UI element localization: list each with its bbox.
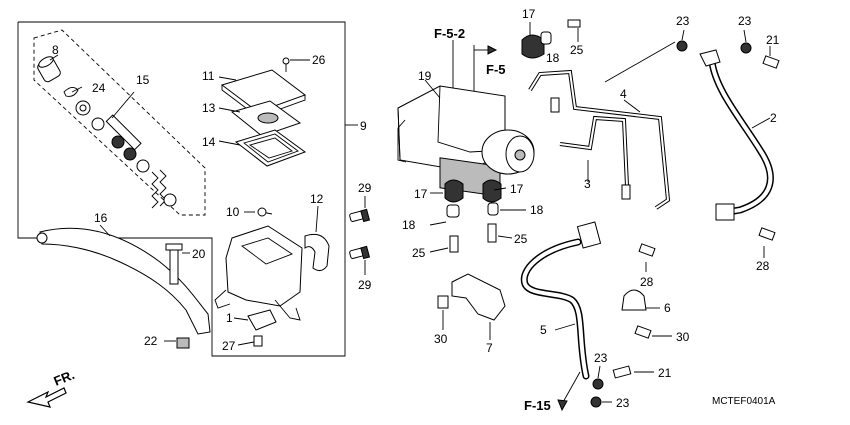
part-label: 23 — [738, 14, 752, 28]
part-label: 28 — [640, 275, 654, 289]
part-label: 28 — [756, 259, 770, 273]
part-label: 23 — [676, 14, 690, 28]
direction-label: FR. — [52, 367, 77, 389]
master-cylinder-group — [17, 21, 371, 357]
part-label: 18 — [546, 51, 560, 65]
part-label: 18 — [402, 218, 416, 232]
part-label: 30 — [434, 332, 448, 346]
diagram-code: MCTEF0401A — [712, 396, 776, 407]
part-label: 8 — [52, 43, 59, 57]
part-label: 10 — [226, 205, 240, 219]
part-label: 20 — [192, 247, 206, 261]
part-label: 15 — [136, 73, 150, 87]
master-cylinder-body — [214, 225, 330, 321]
assembly-frame-9 — [17, 21, 346, 357]
brake-lines-group — [520, 29, 780, 412]
part-label: 3 — [584, 177, 591, 191]
kit-frame-15 — [33, 29, 206, 216]
part-label: 26 — [312, 53, 326, 67]
part-label: 7 — [486, 341, 493, 355]
part-label: 1 — [226, 311, 233, 325]
part-label: 24 — [92, 81, 106, 95]
part-label: 23 — [616, 396, 630, 410]
part-label: 17 — [510, 182, 524, 196]
part-label: 23 — [594, 351, 608, 365]
part-label: 14 — [202, 135, 216, 149]
part-label: 21 — [658, 366, 672, 380]
part-label: 27 — [222, 339, 236, 353]
ref-f15: F-15 — [524, 398, 551, 413]
part-label: 2 — [770, 111, 777, 125]
part-label: 4 — [620, 87, 627, 101]
reservoir-cap-set — [220, 57, 307, 167]
bolts-29 — [349, 208, 371, 260]
part-label: 13 — [202, 101, 216, 115]
part-label: 9 — [360, 119, 367, 133]
part-label: 17 — [414, 187, 428, 201]
part-label: 6 — [664, 301, 671, 315]
part-label: 5 — [540, 323, 547, 337]
front-direction-arrow: FR. — [26, 367, 77, 408]
part-label: 22 — [144, 334, 158, 348]
part-label: 12 — [310, 192, 324, 206]
part-label: 29 — [358, 278, 372, 292]
part-label: 25 — [412, 246, 426, 260]
part-label: 25 — [514, 232, 528, 246]
abs-modulator-group — [397, 19, 581, 340]
ref-f5: F-5 — [486, 62, 506, 77]
part-label: 29 — [358, 181, 372, 195]
piston-kit — [37, 56, 177, 209]
part-label: 19 — [418, 69, 432, 83]
part-label: 18 — [530, 203, 544, 217]
abs-unit — [397, 85, 535, 197]
ref-f52: F-5-2 — [434, 26, 465, 41]
part-label: 16 — [94, 211, 108, 225]
part-label: 25 — [570, 43, 584, 57]
part-label: 11 — [202, 69, 215, 83]
part-label: 21 — [766, 33, 780, 47]
part-label: 17 — [522, 7, 536, 21]
part-label: 30 — [676, 330, 690, 344]
part-number-labels: 8 24 15 11 26 13 9 14 16 10 12 29 29 20 … — [52, 7, 780, 410]
brake-lever — [36, 227, 211, 335]
